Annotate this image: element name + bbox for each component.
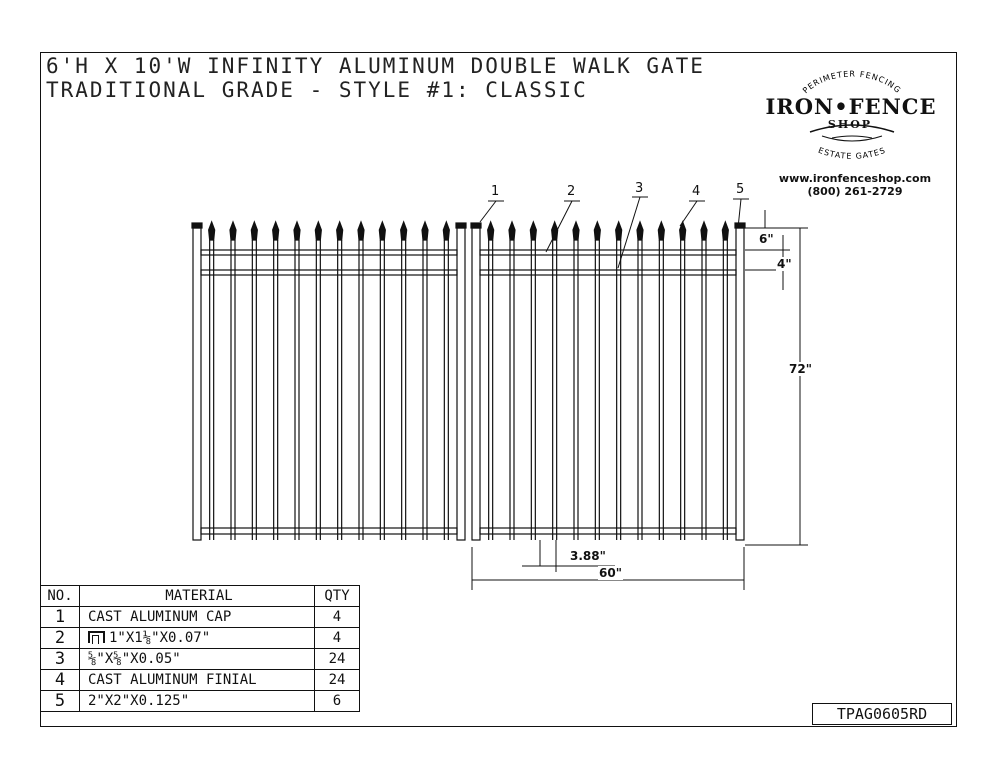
callout-1: 1: [491, 184, 500, 199]
finial: [657, 220, 665, 241]
finial: [272, 220, 280, 241]
finial: [700, 220, 708, 241]
bom-header-row: NO. MATERIAL QTY: [40, 585, 360, 607]
company-phone: (800) 261-2729: [807, 185, 903, 198]
dim-rail-gap: 4": [776, 257, 793, 271]
rail: [200, 269, 458, 276]
dim-top-gap: 6": [758, 232, 775, 246]
finial: [250, 220, 258, 241]
company-website: www.ironfenceshop.com: [778, 172, 932, 185]
end-post: [471, 227, 481, 541]
bom-header-material: MATERIAL: [79, 585, 315, 607]
callout-2: 2: [567, 184, 576, 199]
leader-line: [617, 196, 641, 269]
drawing-frame: [40, 52, 957, 727]
bom-header-no: NO.: [40, 585, 80, 607]
right-gate-panel: [470, 220, 746, 541]
channel-profile-icon: [88, 631, 105, 644]
finial: [551, 220, 559, 241]
bom-qty: 24: [314, 669, 360, 691]
finial: [593, 220, 601, 241]
drawing-title: 6'H X 10'W INFINITY ALUMINUM DOUBLE WALK…: [46, 54, 705, 78]
rail: [479, 527, 737, 535]
rail: [479, 249, 737, 256]
finial: [679, 220, 687, 241]
finial: [208, 220, 216, 241]
end-post: [192, 227, 202, 541]
bom-qty: 24: [314, 648, 360, 670]
rail: [200, 527, 458, 535]
bom-qty: 4: [314, 627, 360, 649]
finial: [293, 220, 301, 241]
finial: [378, 220, 386, 241]
end-post: [456, 227, 466, 541]
bom-no: 3: [40, 648, 80, 670]
table-row: 3 ⅝"X⅝"X0.05" 24: [40, 648, 360, 670]
bom-material: 1"X1⅛"X0.07": [109, 630, 211, 646]
post-cap: [191, 222, 203, 229]
left-gate-panel: [191, 220, 467, 541]
leader-line: [545, 200, 573, 253]
leader-line: [479, 200, 497, 223]
post-cap: [470, 222, 482, 229]
finial: [400, 220, 408, 241]
dim-width: 60": [598, 566, 623, 580]
finial: [529, 220, 537, 241]
post-cap: [455, 222, 467, 229]
bom-no: 4: [40, 669, 80, 691]
finial: [357, 220, 365, 241]
rail: [200, 249, 458, 256]
drawing-subtitle: TRADITIONAL GRADE - STYLE #1: CLASSIC: [46, 78, 588, 102]
finial: [421, 220, 429, 241]
finial: [336, 220, 344, 241]
bom-material: 2"X2"X0.125": [79, 690, 315, 712]
bom-no: 2: [40, 627, 80, 649]
table-row: 5 2"X2"X0.125" 6: [40, 690, 360, 712]
bom-material: ⅝"X⅝"X0.05": [79, 648, 315, 670]
table-row: 1 CAST ALUMINUM CAP 4: [40, 606, 360, 628]
post-cap: [734, 222, 746, 229]
company-logo: PERIMETER FENCING ESTATE GATES: [801, 70, 902, 161]
bom-material: CAST ALUMINUM FINIAL: [79, 669, 315, 691]
bill-of-materials-table: NO. MATERIAL QTY 1 CAST ALUMINUM CAP 4 2…: [40, 585, 360, 712]
table-row: 2 1"X1⅛"X0.07" 4: [40, 627, 360, 649]
leader-line: [679, 200, 698, 227]
table-row: 4 CAST ALUMINUM FINIAL 24: [40, 669, 360, 691]
part-number: TPAG0605RD: [812, 703, 952, 725]
bom-material-cell: 1"X1⅛"X0.07": [79, 627, 315, 649]
bom-qty: 4: [314, 606, 360, 628]
logo-brand-name: IRON•FENCE: [765, 94, 937, 119]
rail: [479, 269, 737, 276]
callout-5: 5: [736, 182, 745, 197]
logo-shop-label: SHOP: [827, 118, 873, 131]
finial: [508, 220, 516, 241]
finial: [487, 220, 495, 241]
callout-leaders: [479, 196, 749, 269]
finial: [572, 220, 580, 241]
finial: [229, 220, 237, 241]
finial: [615, 220, 623, 241]
bom-no: 1: [40, 606, 80, 628]
end-post: [735, 227, 745, 541]
bom-material: CAST ALUMINUM CAP: [79, 606, 315, 628]
finial: [636, 220, 644, 241]
leader-line: [737, 198, 742, 229]
dimension-lines: [471, 210, 808, 590]
dim-picket-spacing: 3.88": [569, 549, 607, 563]
bom-no: 5: [40, 690, 80, 712]
callout-3: 3: [635, 181, 644, 196]
bom-qty: 6: [314, 690, 360, 712]
dim-height: 72": [788, 362, 813, 376]
finial: [721, 220, 729, 241]
finial: [314, 220, 322, 241]
callout-4: 4: [692, 184, 701, 199]
finial: [442, 220, 450, 241]
bom-header-qty: QTY: [314, 585, 360, 607]
